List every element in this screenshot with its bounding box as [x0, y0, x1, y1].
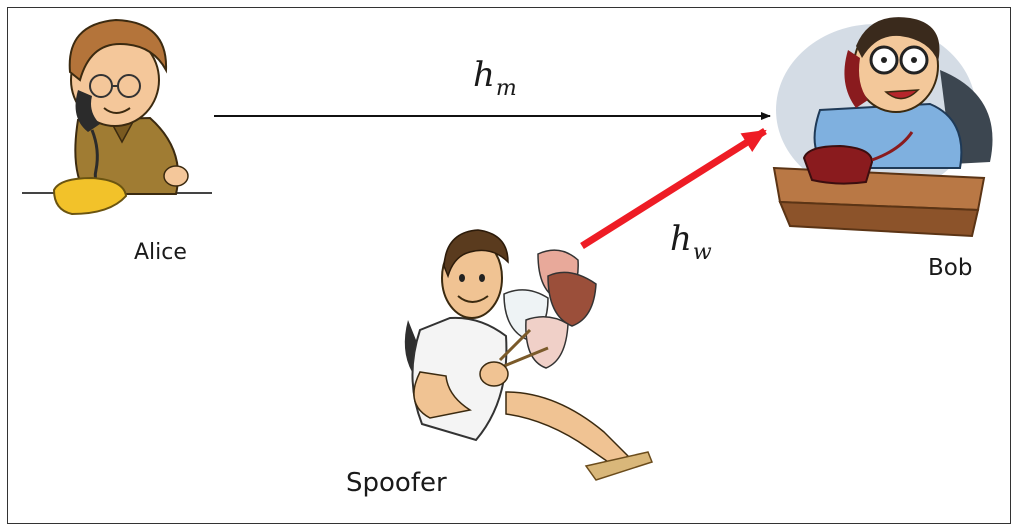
man-on-phone-at-desk-icon	[772, 17, 993, 238]
man-with-masks-icon	[404, 229, 653, 481]
main-channel-label: hm	[473, 58, 517, 100]
bob-label: Bob	[928, 255, 973, 281]
spoof-channel-arrow	[580, 128, 767, 249]
main-channel-symbol: h	[473, 55, 495, 95]
main-channel-subscript: m	[495, 76, 517, 101]
man-on-phone-icon	[22, 18, 212, 216]
spoof-channel-subscript: w	[692, 240, 712, 265]
spoof-channel-symbol: h	[670, 219, 692, 259]
alice-label: Alice	[134, 240, 187, 265]
spoof-channel-label: hw	[670, 222, 712, 264]
spoofer-label: Spoofer	[346, 468, 447, 498]
